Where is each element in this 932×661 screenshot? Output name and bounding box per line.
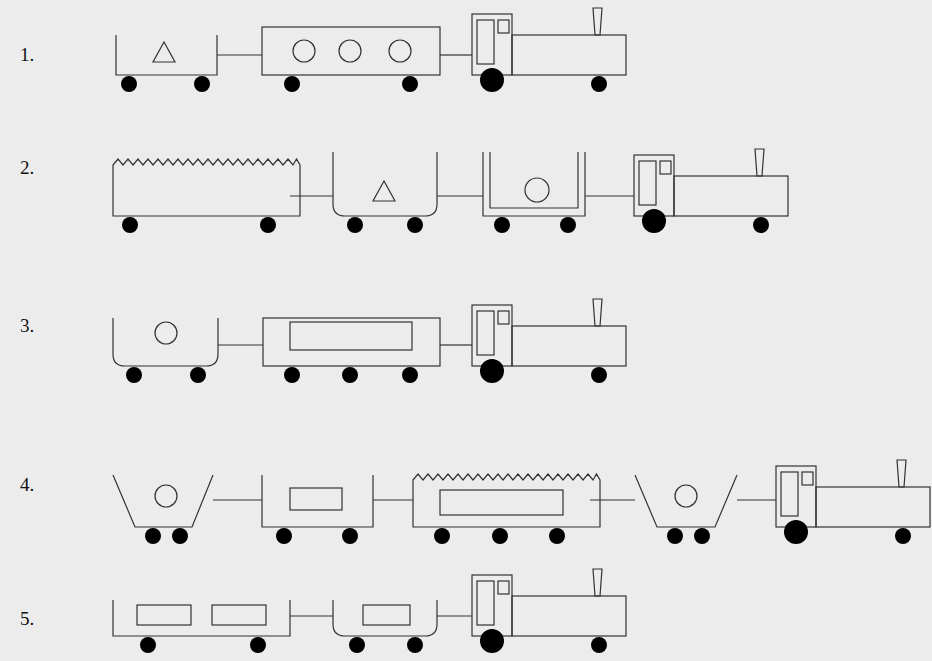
train-number: 4.: [20, 475, 34, 494]
train-number: 5.: [20, 609, 34, 628]
train-number: 2.: [20, 158, 34, 177]
train-number: 3.: [20, 316, 34, 335]
train-number: 1.: [20, 45, 34, 64]
